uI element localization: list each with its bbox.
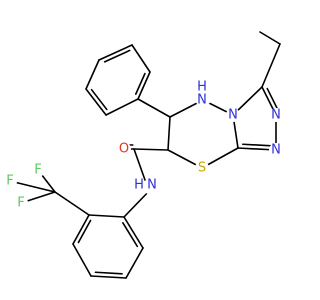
atom-f-left: F <box>3 174 17 189</box>
bond-c6-c7 <box>167 116 171 151</box>
atom-f-top: F <box>31 163 45 178</box>
bond-aryl-1 <box>72 214 90 245</box>
molecule-diagram: N N N N H S O N H <box>3 31 283 279</box>
atom-nh-ring: N H <box>194 80 212 108</box>
bond-phenyl-3 <box>98 44 133 61</box>
bond-ethyl-ch2 <box>261 43 281 88</box>
bond-aryl-cf3 <box>54 191 90 216</box>
bond-phenyl-5-inner <box>134 72 146 95</box>
atom-n-triazole-top: N <box>269 108 283 123</box>
bond-aryl-2 <box>72 243 92 277</box>
bond-phenyl-1-inner <box>90 88 108 111</box>
bond-layer <box>9 31 281 279</box>
bond-c-f-left <box>9 180 56 193</box>
atom-label-n: N <box>197 93 207 108</box>
atom-label-layer: N N N N H S O N H <box>3 80 283 211</box>
atom-label-n: N <box>271 143 281 158</box>
bond-phenyl-5 <box>137 71 151 100</box>
bond-aryl-3-inner <box>94 271 123 275</box>
atom-n-fused: N <box>226 108 240 123</box>
atom-label-n: N <box>271 108 281 123</box>
bond-c7-carbonyl <box>133 148 169 151</box>
bond-phenyl-3-inner <box>103 49 131 63</box>
bond-ethyl-ch3 <box>259 31 281 45</box>
bond-phenyl-4 <box>131 44 151 73</box>
atom-label-f: F <box>17 196 24 211</box>
bond-aryl-4 <box>125 247 144 279</box>
bond-phenyl-0 <box>105 98 139 116</box>
bond-c6-phenyl <box>137 98 171 118</box>
atom-n-triazole-right: N <box>269 143 283 158</box>
bond-phenyl-1 <box>85 88 107 116</box>
bond-c3-n-inner <box>266 87 279 111</box>
atom-nh-amide: N H <box>134 178 162 196</box>
atom-s-ring: S <box>195 161 209 176</box>
bond-aryl-5 <box>123 216 144 249</box>
bond-carbonyl-n <box>133 148 146 181</box>
bond-phenyl-2 <box>85 59 100 90</box>
atom-label-h: H <box>197 80 207 95</box>
atom-label-o: O <box>119 142 129 157</box>
bond-n-c8a-inner <box>241 143 273 147</box>
bond-aryl-0 <box>88 214 125 218</box>
atom-f-bottom: F <box>14 196 28 211</box>
atom-label-n: N <box>147 178 157 193</box>
bond-aryl-1-inner <box>77 219 92 244</box>
atom-label-f: F <box>34 163 41 178</box>
atom-label-n: N <box>228 108 238 123</box>
bond-aryl-5-inner <box>122 222 139 248</box>
atom-o-carbonyl: O <box>117 142 131 157</box>
atom-label-h: H <box>134 178 144 193</box>
atom-label-f: F <box>6 174 13 189</box>
bond-aryl-3 <box>90 275 127 279</box>
atom-label-s: S <box>198 161 206 176</box>
